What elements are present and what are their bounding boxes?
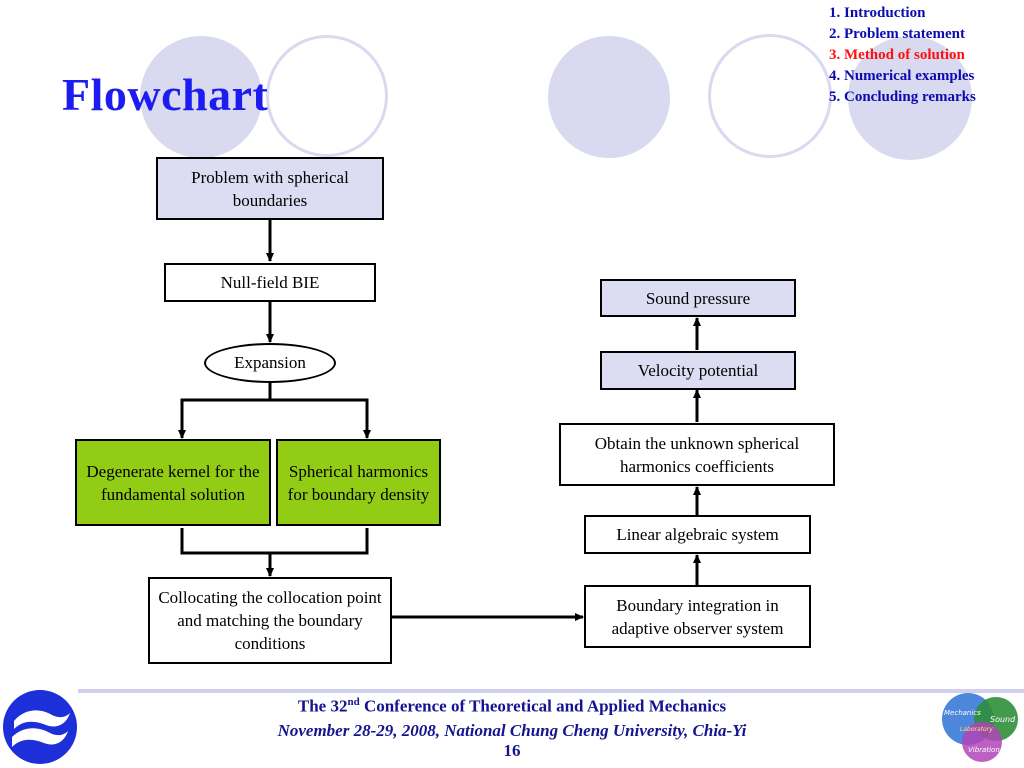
outline-item-concluding-remarks[interactable]: 5. Concluding remarks: [829, 89, 976, 105]
edge-degenerate-to-collocating: [180, 528, 369, 555]
outline-item-problem-statement[interactable]: 2. Problem statement: [829, 26, 965, 42]
node-null-field-bie: Null-field BIE: [164, 263, 376, 302]
lab-logo-vibration: Vibration: [968, 746, 1000, 754]
node-boundary-integration: Boundary integration in adaptive observe…: [584, 585, 811, 648]
edge-expansion-to-degenerate: [178, 398, 270, 439]
node-expansion: Expansion: [204, 343, 336, 383]
lab-logo-sound: Sound: [990, 715, 1016, 724]
node-problem: Problem with spherical boundaries: [156, 157, 384, 220]
university-logo: [3, 690, 77, 764]
decor-circle: [140, 36, 262, 158]
slide-title: Flowchart: [62, 69, 269, 120]
edge-expansion-to-spherical: [270, 398, 371, 439]
node-sound-pressure: Sound pressure: [600, 279, 796, 317]
node-linear-system: Linear algebraic system: [584, 515, 811, 554]
page-number: 16: [503, 741, 521, 760]
conference-ordinal-suffix: nd: [347, 696, 360, 708]
outline-item-introduction[interactable]: 1. Introduction: [829, 5, 926, 21]
node-collocating: Collocating the collocation point and ma…: [148, 577, 392, 664]
footer-conference: The 32nd Conference of Theoretical and A…: [140, 696, 884, 717]
node-velocity-potential: Velocity potential: [600, 351, 796, 390]
footer-date-place: November 28-29, 2008, National Chung Che…: [277, 721, 747, 740]
conference-name: Conference of Theoretical and Applied Me…: [359, 696, 727, 716]
lab-logo-mechanics: Mechanics: [944, 709, 981, 717]
decor-circle: [548, 36, 670, 158]
conference-prefix: The 32: [297, 696, 348, 716]
decor-ring: [708, 34, 832, 158]
node-obtain-coefficients: Obtain the unknown spherical harmonics c…: [559, 423, 835, 486]
lab-logo-laboratory: Laboratory: [960, 726, 993, 733]
node-spherical-harmonics: Spherical harmonics for boundary density: [276, 439, 441, 526]
decor-ring: [266, 35, 388, 157]
outline-item-numerical-examples[interactable]: 4. Numerical examples: [829, 68, 975, 84]
section-outline: 1. Introduction 2. Problem statement 3. …: [829, 3, 976, 108]
footer-divider: [78, 689, 1024, 693]
outline-item-method-of-solution[interactable]: 3. Method of solution: [829, 47, 965, 63]
flowchart-connectors: [178, 220, 701, 621]
lab-logo: Mechanics Sound Laboratory Vibration: [942, 693, 1018, 762]
node-degenerate-kernel: Degenerate kernel for the fundamental so…: [75, 439, 271, 526]
decor-circle: [848, 36, 972, 160]
